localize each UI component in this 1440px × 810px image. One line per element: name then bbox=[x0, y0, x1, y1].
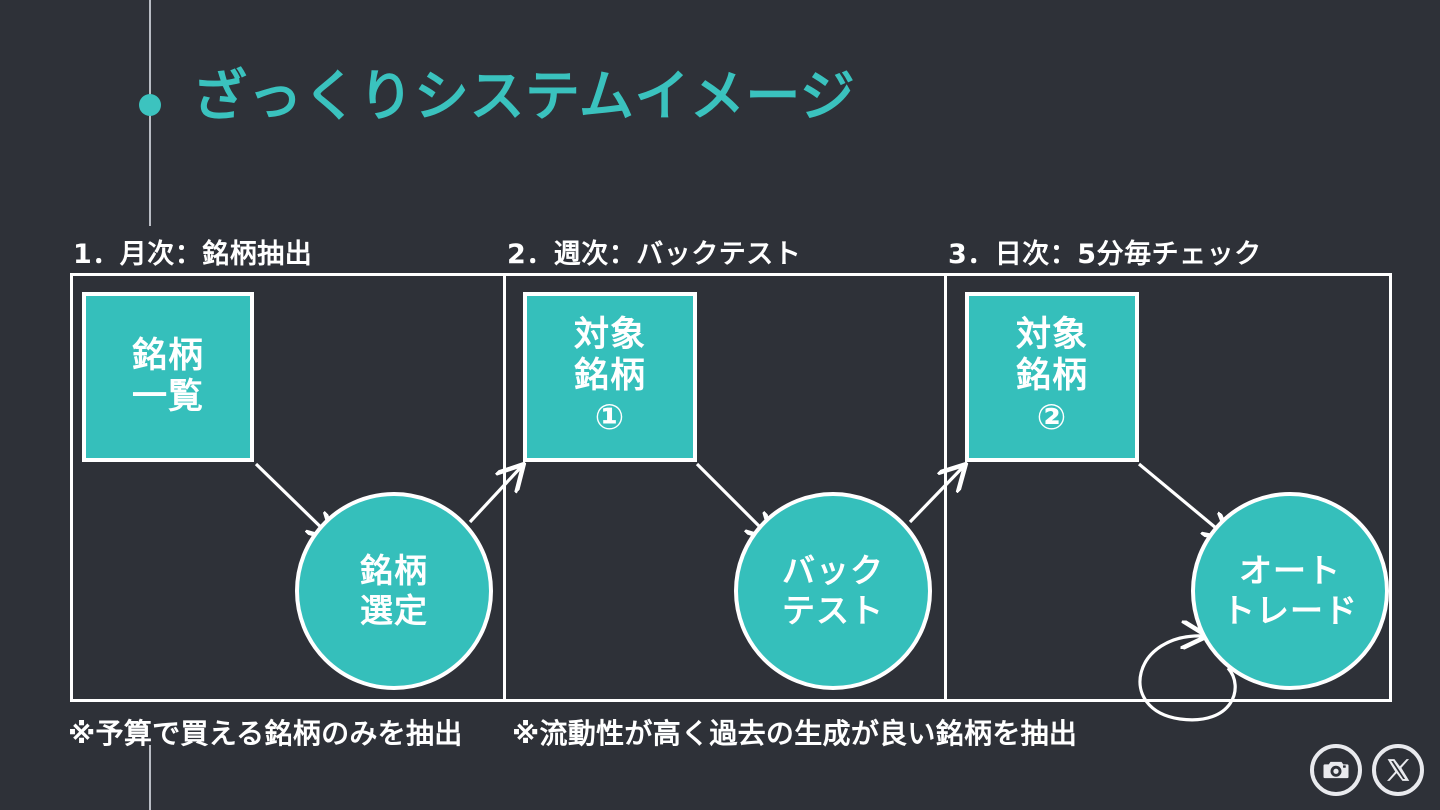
footnote-1: ※予算で買える銘柄のみを抽出 bbox=[68, 717, 463, 750]
node-circle-backtest[interactable]: バック テスト bbox=[734, 492, 932, 690]
node-box-target-stocks-2-line-1: 対象 bbox=[1015, 315, 1088, 356]
node-circle-backtest-line-1: バック bbox=[782, 551, 884, 591]
node-circle-stock-selection-line-1: 銘柄 bbox=[360, 551, 428, 591]
node-box-target-stocks-1-line-3: ① bbox=[594, 397, 626, 438]
column-header-1: 1．月次：銘柄抽出 bbox=[73, 239, 313, 270]
node-circle-auto-trade-line-1: オート bbox=[1239, 551, 1341, 591]
x-logo-icon[interactable] bbox=[1372, 744, 1424, 796]
dot-icon bbox=[139, 94, 161, 116]
node-circle-stock-selection-line-2: 選定 bbox=[360, 591, 428, 630]
node-box-stock-list-line-2: 一覧 bbox=[131, 377, 204, 417]
node-box-stock-list-line-1: 銘柄 bbox=[131, 335, 204, 376]
node-box-target-stocks-2-line-2: 銘柄 bbox=[1015, 356, 1088, 397]
footnote-2: ※流動性が高く過去の生成が良い銘柄を抽出 bbox=[512, 717, 1078, 750]
camera-icon[interactable] bbox=[1310, 744, 1362, 796]
node-circle-auto-trade-line-2: トレード bbox=[1222, 591, 1358, 630]
node-circle-auto-trade[interactable]: オート トレード bbox=[1191, 492, 1389, 690]
node-box-target-stocks-1-line-2: 銘柄 bbox=[573, 356, 646, 397]
node-box-target-stocks-2-line-3: ② bbox=[1036, 397, 1068, 438]
page-title: ざっくりシステムイメージ bbox=[192, 64, 856, 128]
column-headers: 1．月次：銘柄抽出 2．週次：バックテスト 3．日次：5分毎チェック bbox=[70, 232, 1394, 272]
column-header-2: 2．週次：バックテスト bbox=[507, 239, 802, 270]
node-circle-stock-selection[interactable]: 銘柄 選定 bbox=[295, 492, 493, 690]
node-box-target-stocks-2[interactable]: 対象 銘柄 ② bbox=[965, 292, 1139, 462]
left-rail-bottom bbox=[149, 745, 151, 810]
node-circle-backtest-line-2: テスト bbox=[782, 591, 884, 630]
diagram-stage: 1．月次：銘柄抽出 2．週次：バックテスト 3．日次：5分毎チェック bbox=[70, 232, 1394, 752]
node-box-target-stocks-1-line-1: 対象 bbox=[573, 315, 646, 356]
column-divider-1 bbox=[503, 273, 506, 702]
column-header-3: 3．日次：5分毎チェック bbox=[948, 239, 1262, 270]
node-box-target-stocks-1[interactable]: 対象 銘柄 ① bbox=[523, 292, 697, 462]
diagram-frame bbox=[70, 273, 1392, 702]
node-box-stock-list[interactable]: 銘柄 一覧 bbox=[82, 292, 254, 462]
social-links bbox=[1310, 744, 1424, 796]
column-divider-2 bbox=[944, 273, 947, 702]
